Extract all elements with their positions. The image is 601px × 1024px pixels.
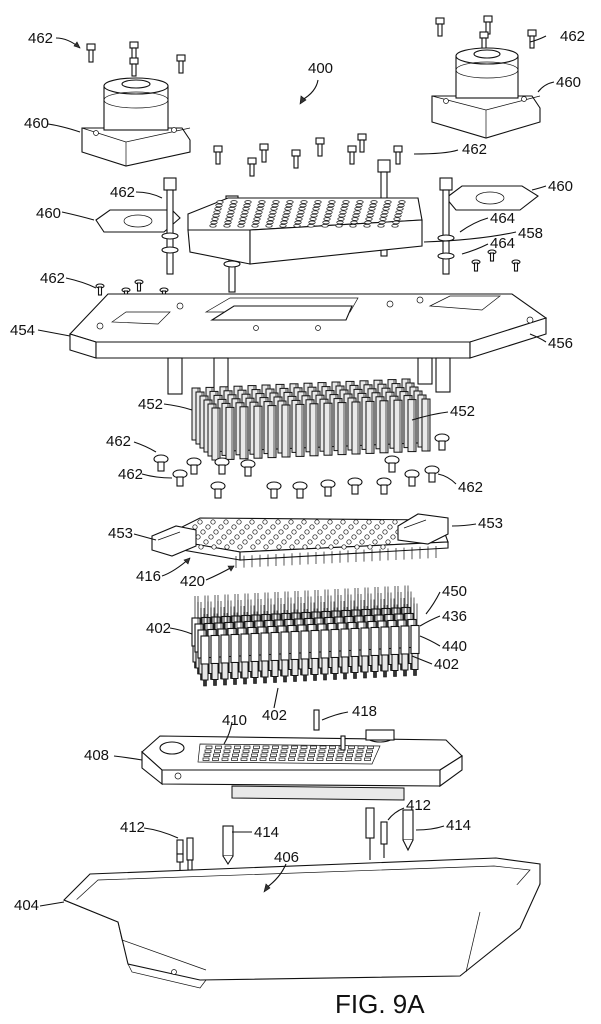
contact-402 (290, 609, 300, 682)
leader-lines (37, 35, 555, 907)
pin-452 (225, 406, 235, 460)
contact-array-402 (191, 585, 420, 687)
contact-402 (320, 608, 330, 681)
label-402: 402 (146, 620, 171, 637)
pin-452 (323, 402, 333, 456)
pin-418 (313, 709, 320, 731)
label-450: 450 (442, 583, 467, 600)
label-414: 414 (446, 817, 471, 834)
label-452: 452 (138, 396, 163, 413)
pin-452 (337, 402, 347, 456)
pin-452 (295, 403, 305, 457)
figure-caption: FIG. 9A (335, 989, 425, 1019)
contact-402 (260, 611, 270, 684)
pin-452 (351, 401, 361, 455)
label-462: 462 (106, 433, 131, 450)
label-462: 462 (28, 30, 53, 47)
label-460: 460 (556, 74, 581, 91)
pin-452 (407, 399, 417, 453)
label-420: 420 (180, 573, 205, 590)
label-462: 462 (110, 184, 135, 201)
contact-402 (220, 613, 230, 686)
plate-460-left (95, 209, 181, 233)
pin-452 (253, 405, 263, 459)
label-462: 462 (118, 466, 143, 483)
label-460: 460 (548, 178, 573, 195)
label-402: 402 (434, 656, 459, 673)
pin-452 (421, 398, 431, 452)
contact-402 (350, 606, 360, 679)
tray-404 (63, 857, 541, 989)
socket-base-408 (141, 729, 463, 801)
label-412: 412 (406, 797, 431, 814)
label-406: 406 (274, 849, 299, 866)
label-408: 408 (84, 747, 109, 764)
label-460: 460 (24, 115, 49, 132)
contact-402 (250, 611, 260, 684)
housing-460-left (81, 77, 191, 167)
label-454: 454 (10, 322, 35, 339)
label-416: 416 (136, 568, 161, 585)
label-464: 464 (490, 235, 515, 252)
pin-452 (281, 404, 291, 458)
housing-460-right (431, 47, 541, 139)
label-412: 412 (120, 819, 145, 836)
label-418: 418 (352, 703, 377, 720)
contact-402 (380, 605, 390, 678)
pin-452 (239, 406, 249, 460)
contact-402 (390, 604, 400, 677)
label-462: 462 (462, 141, 487, 158)
pin-452 (365, 400, 375, 454)
screw-group-top-right (435, 15, 537, 51)
label-400: 400 (308, 60, 333, 77)
contact-402 (270, 610, 280, 683)
label-402: 402 (262, 707, 287, 724)
contact-402 (340, 607, 350, 680)
board-416 (151, 513, 449, 568)
contact-402 (300, 609, 310, 682)
label-458: 458 (518, 225, 543, 242)
label-404: 404 (14, 897, 39, 914)
pin-452 (211, 407, 221, 461)
label-410: 410 (222, 712, 247, 729)
pin-array-452 (191, 378, 431, 461)
screw-group-center (213, 133, 403, 177)
label-462: 462 (458, 479, 483, 496)
block-458 (187, 197, 423, 265)
contact-402 (360, 606, 370, 679)
label-436: 436 (442, 608, 467, 625)
contact-402 (240, 612, 250, 685)
label-462: 462 (40, 270, 65, 287)
label-453: 453 (108, 525, 133, 542)
contact-402 (410, 603, 420, 676)
contact-402 (400, 604, 410, 677)
label-452: 452 (450, 403, 475, 420)
contact-402 (230, 612, 240, 685)
pins-412-414 (176, 807, 414, 874)
label-440: 440 (442, 638, 467, 655)
contact-402 (200, 614, 210, 687)
pin-452 (309, 403, 319, 457)
label-464: 464 (490, 210, 515, 227)
contact-402 (210, 613, 220, 686)
label-462: 462 (560, 28, 585, 45)
screw-group-top-left (86, 41, 186, 77)
reference-labels: 462 462 400 460 460 462 462 460 460 464 … (10, 28, 585, 914)
label-456: 456 (548, 335, 573, 352)
label-453: 453 (478, 515, 503, 532)
pin-452 (267, 405, 277, 459)
plate-454 (68, 293, 548, 399)
contact-402 (330, 607, 340, 680)
contact-402 (370, 605, 380, 678)
contact-402 (280, 610, 290, 683)
plate-460-right (445, 185, 539, 211)
pin-452 (393, 399, 403, 453)
pin-452 (379, 400, 389, 454)
label-460: 460 (36, 205, 61, 222)
contact-402 (310, 608, 320, 681)
label-414: 414 (254, 824, 279, 841)
